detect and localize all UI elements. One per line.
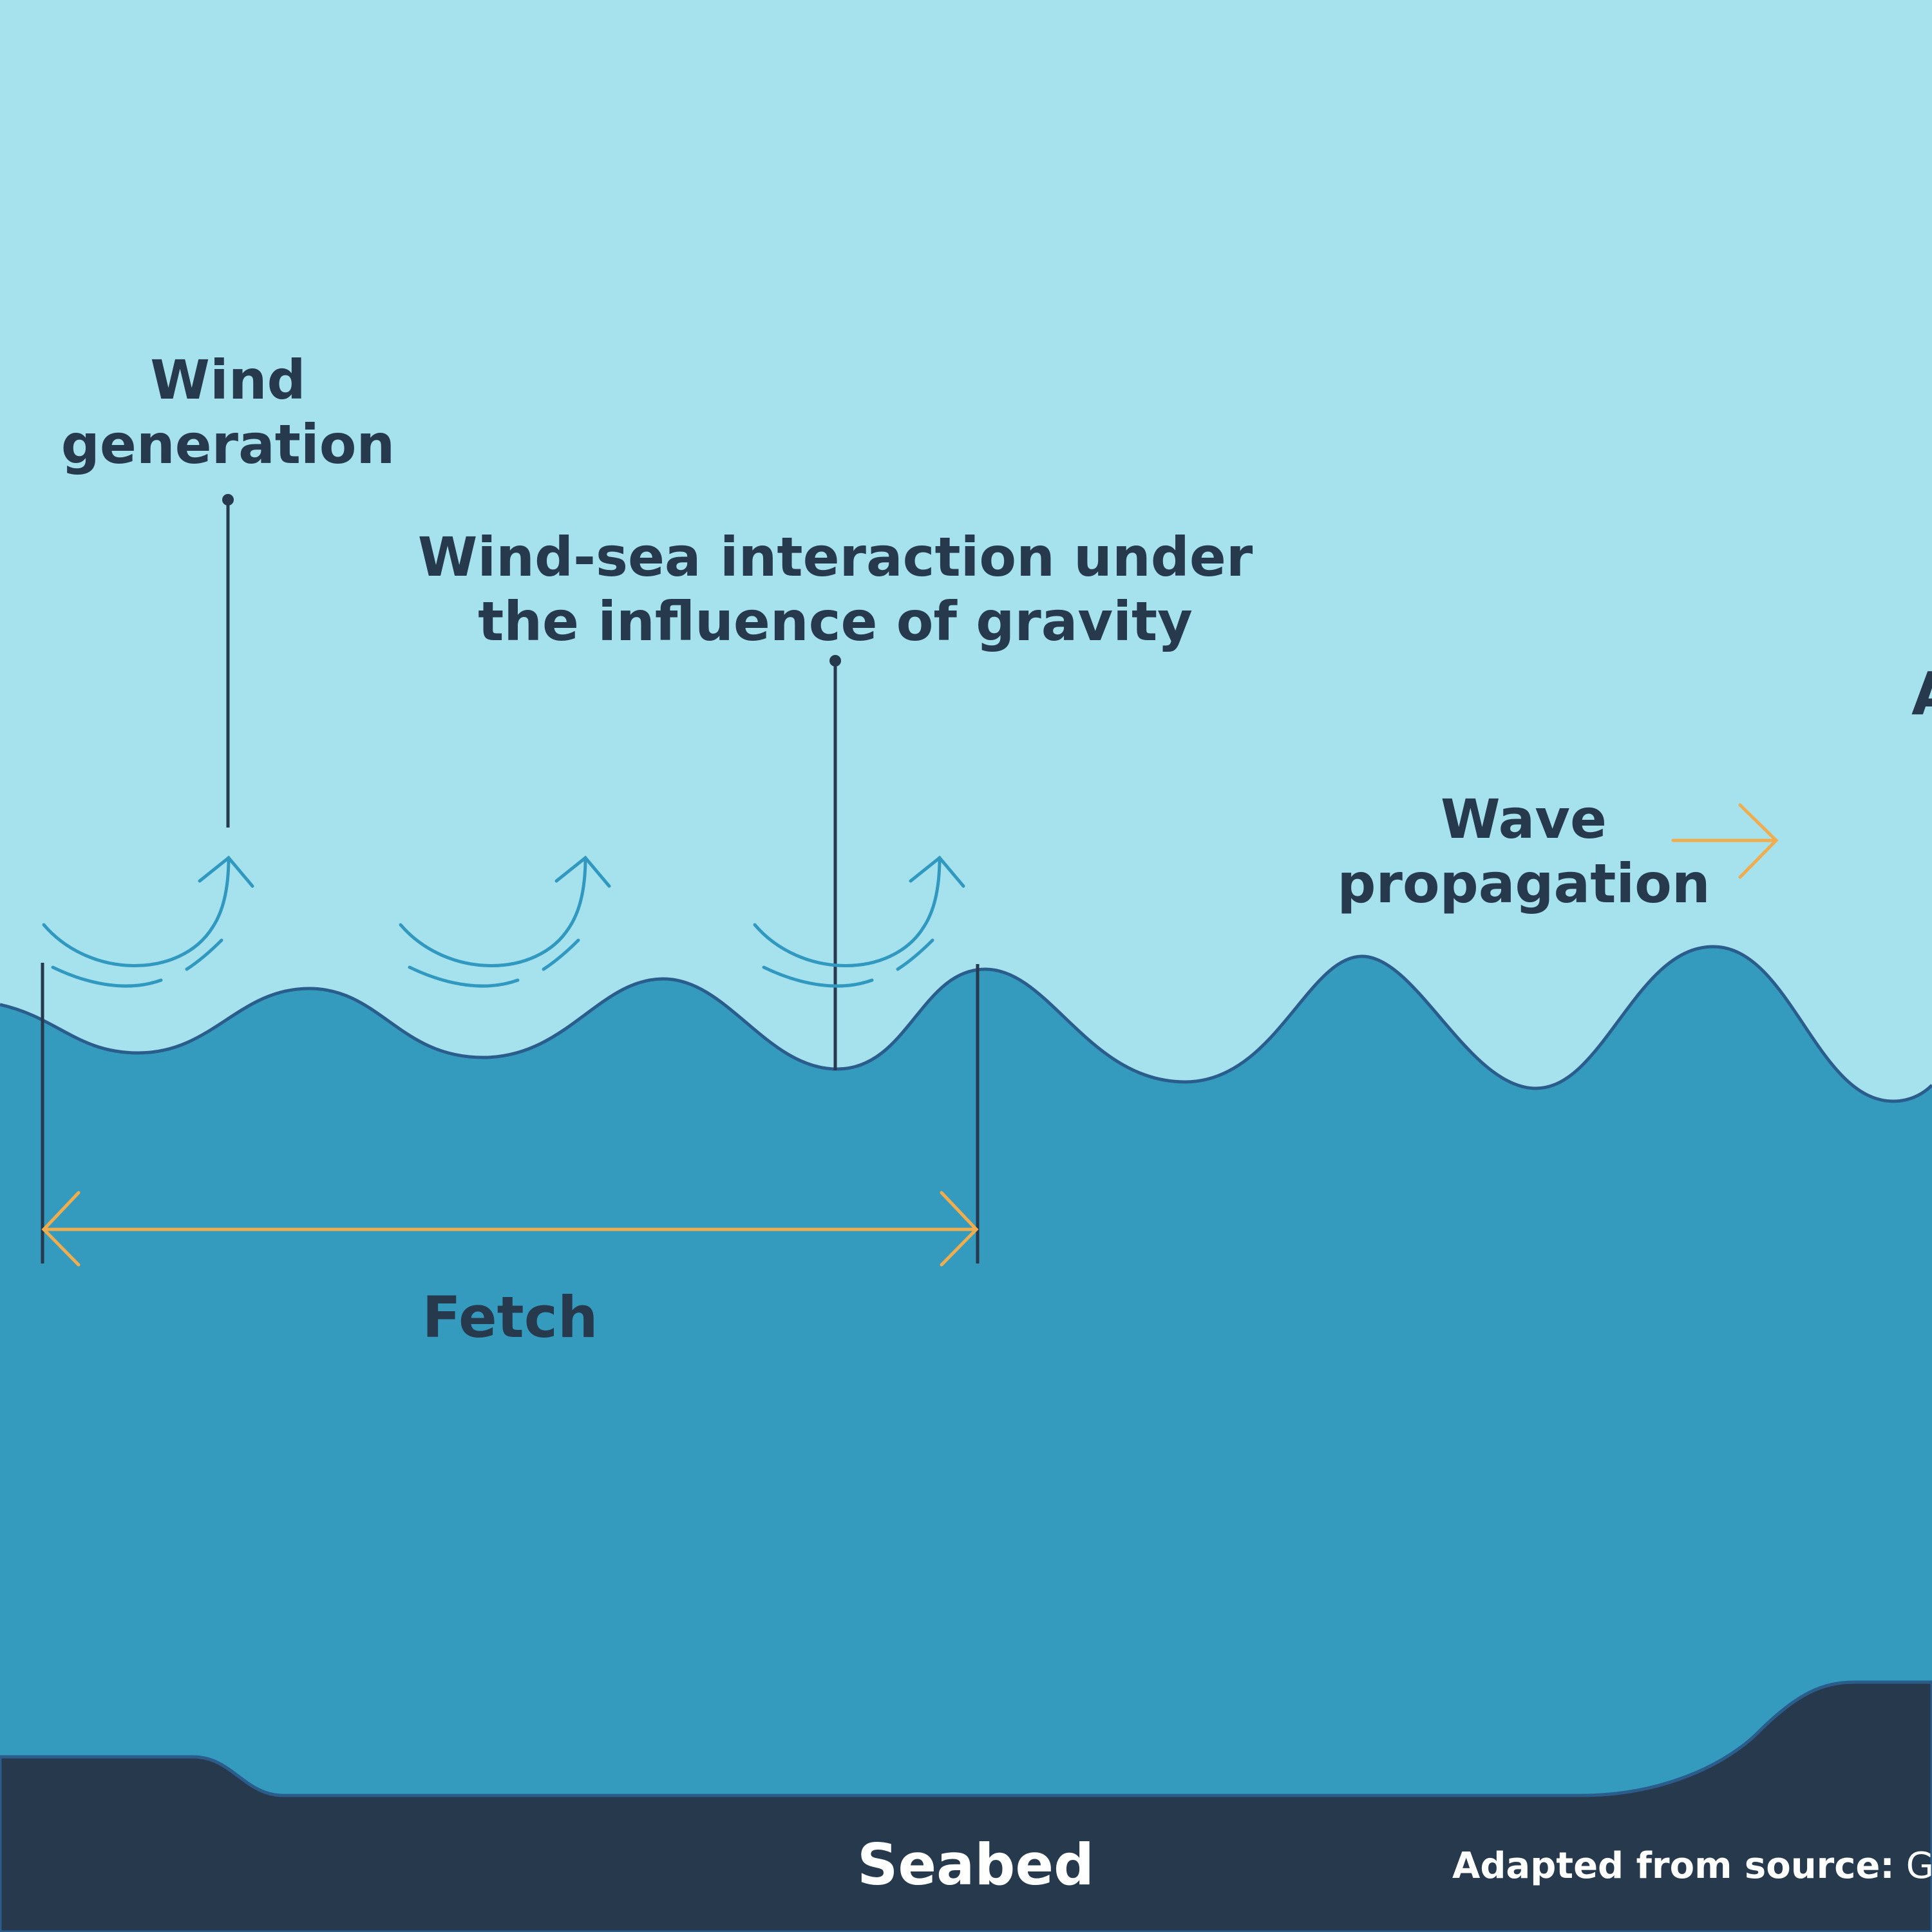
seabed-label: Seabed — [857, 1832, 1095, 1898]
wind-sea-interaction-leader — [829, 655, 841, 1070]
wind-sea-interaction-line-1: Wind-sea interaction under — [417, 526, 1253, 589]
wind-generation-line-1: Wind — [150, 348, 306, 412]
fetch-label: Fetch — [422, 1284, 598, 1350]
arrival-partial-label: A — [1911, 665, 1932, 724]
source-prefix: Adapted from source: — [1452, 1845, 1895, 1887]
source-text: G. Lemo — [1906, 1845, 1932, 1887]
wave-surface-outline — [0, 945, 1932, 1103]
wave-propagation-line-2: propagation — [1337, 852, 1710, 915]
wind-generation-line-2: generation — [61, 413, 395, 476]
wind-swirl-icon — [42, 855, 254, 988]
wind-generation-label: Wind generation — [61, 348, 395, 477]
seabed — [0, 1680, 1932, 1932]
sea — [0, 947, 1932, 1932]
wave-propagation-line-1: Wave — [1440, 788, 1607, 851]
right-arrow-icon — [1671, 803, 1779, 879]
wind-swirl-icon — [399, 855, 611, 988]
wind-generation-leader — [222, 494, 234, 828]
wind-sea-interaction-label: Wind-sea interaction under the influence… — [418, 525, 1253, 654]
wind-sea-interaction-line-2: the influence of gravity — [478, 590, 1193, 653]
wave-propagation-label: Wave propagation — [1337, 787, 1710, 916]
source-credit: Adapted from source: G. Lemo — [1452, 1848, 1932, 1884]
double-headed-arrow-icon — [41, 1191, 979, 1267]
wind-swirl-icon — [753, 855, 965, 988]
